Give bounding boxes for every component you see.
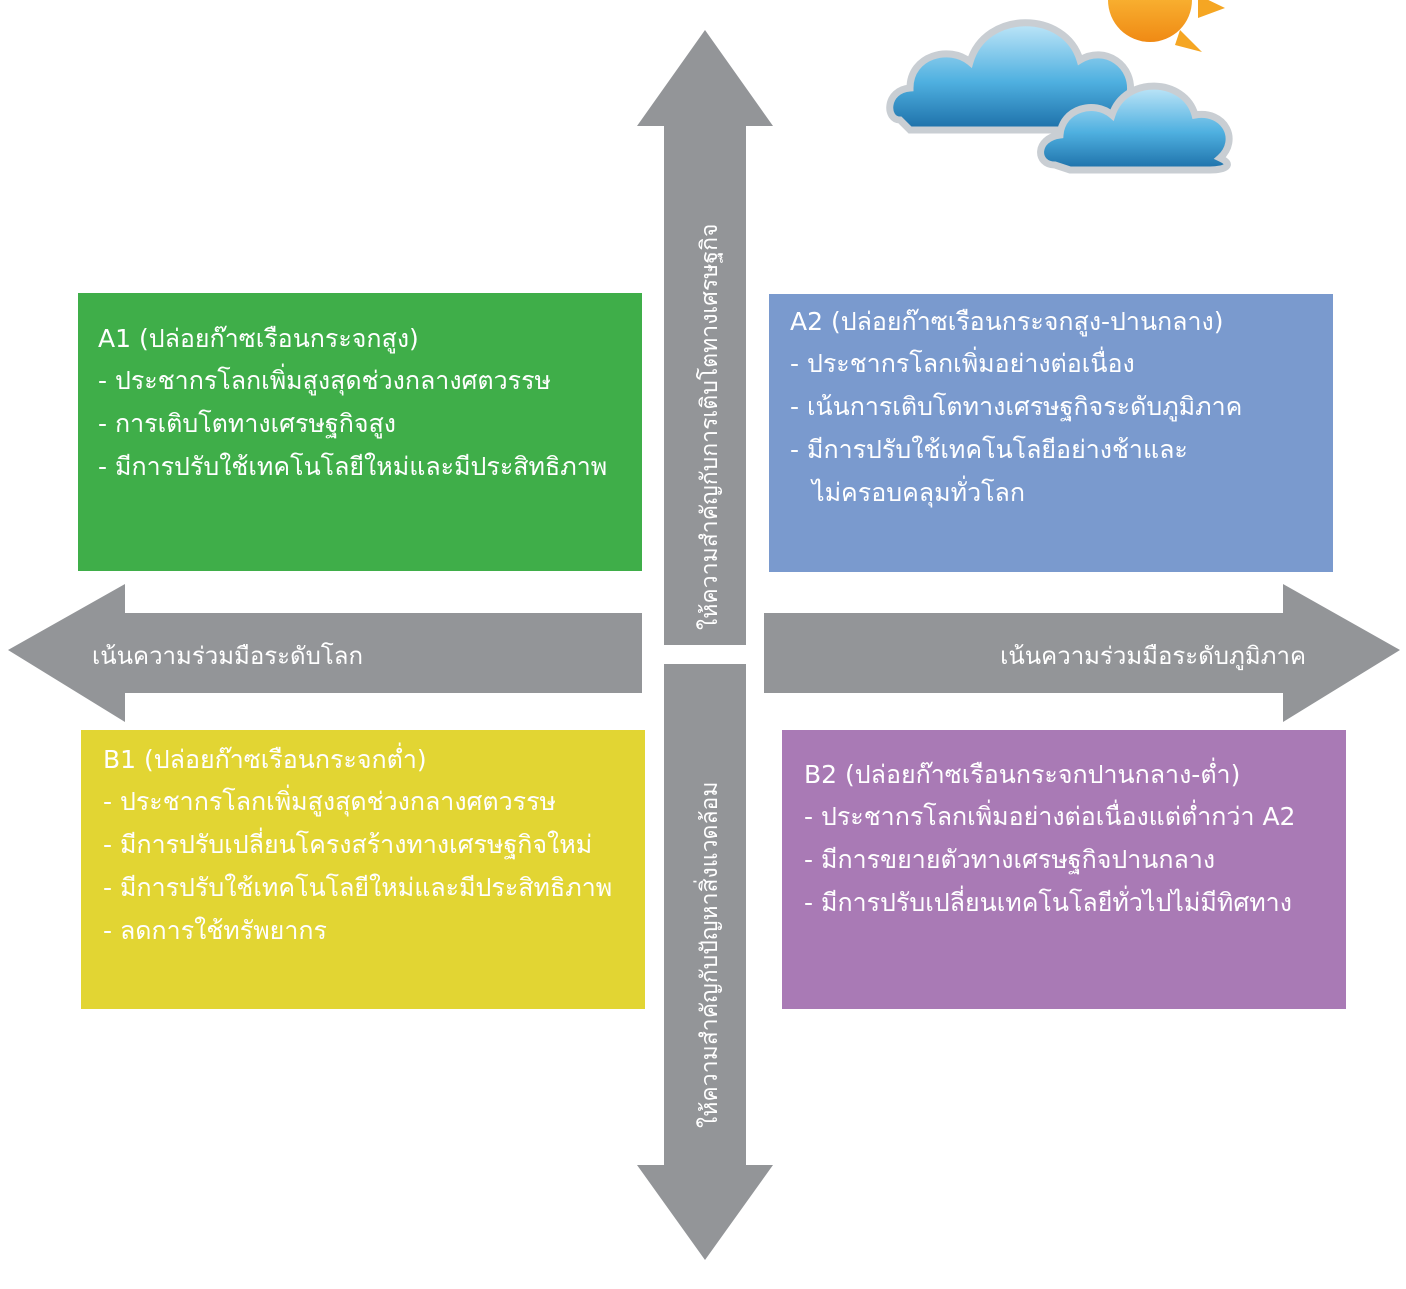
quadrant-b2-list: - ประชากรโลกเพิ่มอย่างต่อเนื่องแต่ต่ำกว่… xyxy=(804,795,1346,924)
sun-icon xyxy=(1108,0,1225,52)
list-item: - เน้นการเติบโตทางเศรษฐกิจระดับภูมิภาค xyxy=(790,392,1243,421)
quadrant-b1: B1 (ปล่อยก๊าซเรือนกระจกต่ำ) - ประชากรโลก… xyxy=(81,730,645,1009)
arrow-up xyxy=(637,30,773,645)
quadrant-b2-title: B2 (ปล่อยก๊าซเรือนกระจกปานกลาง-ต่ำ) xyxy=(804,760,1241,789)
quadrant-b2: B2 (ปล่อยก๊าซเรือนกระจกปานกลาง-ต่ำ) - ปร… xyxy=(782,730,1346,1009)
list-item: - ประชากรโลกเพิ่มสูงสุดช่วงกลางศตวรรษ xyxy=(103,787,557,816)
sun-clouds-icon xyxy=(886,0,1233,174)
quadrant-a1-title: A1 (ปล่อยก๊าซเรือนกระจกสูง) xyxy=(98,324,419,353)
quadrant-a1: A1 (ปล่อยก๊าซเรือนกระจกสูง) - ประชากรโลก… xyxy=(78,293,642,571)
quadrant-b1-title: B1 (ปล่อยก๊าซเรือนกระจกต่ำ) xyxy=(103,745,427,774)
list-item: - มีการปรับใช้เทคโนโลยีใหม่และมีประสิทธิ… xyxy=(98,452,608,481)
list-item: - ประชากรโลกเพิ่มสูงสุดช่วงกลางศตวรรษ xyxy=(98,366,552,395)
arrow-left xyxy=(8,584,642,722)
arrow-left-label: เน้นความร่วมมือระดับโลก xyxy=(92,642,363,670)
arrow-down-label: ให้ความสำคัญกับปัญหาสิ่งแวดล้อม xyxy=(697,781,723,1128)
quadrant-a1-list: - ประชากรโลกเพิ่มสูงสุดช่วงกลางศตวรรษ - … xyxy=(98,359,642,488)
quadrant-a2: A2 (ปล่อยก๊าซเรือนกระจกสูง-ปานกลาง) - ปร… xyxy=(769,294,1333,572)
list-item: - ลดการใช้ทรัพยากร xyxy=(103,916,327,945)
list-item: - ประชากรโลกเพิ่มอย่างต่อเนื่อง xyxy=(790,349,1135,378)
arrow-right xyxy=(764,584,1400,722)
quadrant-a2-title: A2 (ปล่อยก๊าซเรือนกระจกสูง-ปานกลาง) xyxy=(790,307,1224,336)
list-item: - การเติบโตทางเศรษฐกิจสูง xyxy=(98,409,396,438)
list-item: - มีการปรับเปลี่ยนโครงสร้างทางเศรษฐกิจให… xyxy=(103,830,593,859)
arrow-up-label: ให้ความสำคัญกับการเติบโตทางเศรษฐกิจ xyxy=(697,223,723,631)
arrow-down xyxy=(637,664,773,1260)
list-item: - ประชากรโลกเพิ่มอย่างต่อเนื่องแต่ต่ำกว่… xyxy=(804,802,1296,831)
list-item: ไม่ครอบคลุมทั่วโลก xyxy=(812,478,1026,507)
quadrant-b1-list: - ประชากรโลกเพิ่มสูงสุดช่วงกลางศตวรรษ - … xyxy=(103,780,645,952)
cloud-icon xyxy=(886,19,1233,174)
list-item: - มีการปรับใช้เทคโนโลยีใหม่และมีประสิทธิ… xyxy=(103,873,613,902)
arrow-right-label: เน้นความร่วมมือระดับภูมิภาค xyxy=(1000,642,1306,670)
list-item: - มีการขยายตัวทางเศรษฐกิจปานกลาง xyxy=(804,845,1216,874)
quadrant-a2-list: - ประชากรโลกเพิ่มอย่างต่อเนื่อง - เน้นกา… xyxy=(790,342,1333,514)
list-item: - มีการปรับใช้เทคโนโลยีอย่างช้าและ xyxy=(790,435,1188,464)
list-item: - มีการปรับเปลี่ยนเทคโนโลยีทั่วไปไม่มีทิ… xyxy=(804,888,1292,917)
